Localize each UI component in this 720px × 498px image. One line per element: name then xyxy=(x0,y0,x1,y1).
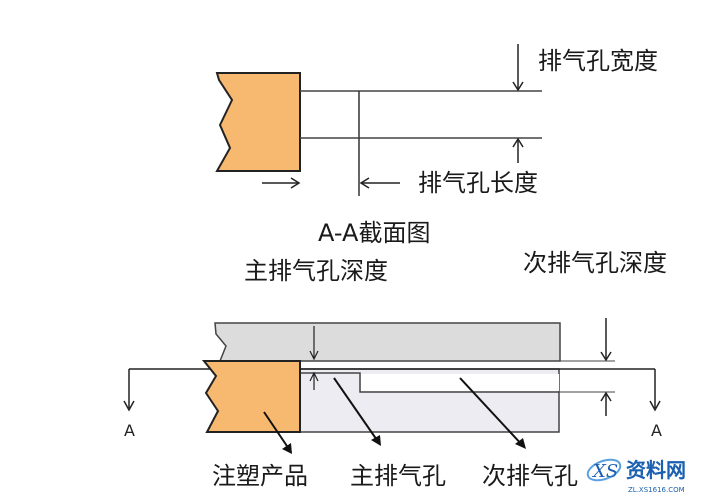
section-product-block xyxy=(201,360,301,433)
secondary-vent-depth-label: 次排气孔深度 xyxy=(523,249,667,277)
watermark: XS 资料网 ZL.XS1616.COM xyxy=(586,458,686,494)
watermark-brand: 资料网 xyxy=(626,458,686,482)
upper-mold-plate xyxy=(214,322,561,362)
main-vent-step xyxy=(300,372,559,393)
vent-length-label: 排气孔长度 xyxy=(418,169,538,197)
main-vent-label: 主排气孔 xyxy=(350,462,446,490)
product-label: 注塑产品 xyxy=(212,462,308,490)
section-view: 主排气孔深度 次排气孔深度 A A 注塑产品 主排气孔 次排气孔 xyxy=(123,249,667,490)
section-marker-right: A xyxy=(651,421,662,440)
watermark-logo-icon: XS xyxy=(586,458,622,482)
svg-text:XS: XS xyxy=(591,461,618,482)
section-marker-left: A xyxy=(124,421,135,440)
main-vent-depth-label: 主排气孔深度 xyxy=(244,257,388,285)
watermark-url: ZL.XS1616.COM xyxy=(628,486,685,494)
secondary-vent-label: 次排气孔 xyxy=(482,462,578,490)
top-view: 排气孔宽度 排气孔长度 xyxy=(215,44,658,197)
vent-width-label: 排气孔宽度 xyxy=(538,47,658,75)
section-title: A-A截面图 xyxy=(318,219,430,247)
top-product-block xyxy=(215,72,301,172)
